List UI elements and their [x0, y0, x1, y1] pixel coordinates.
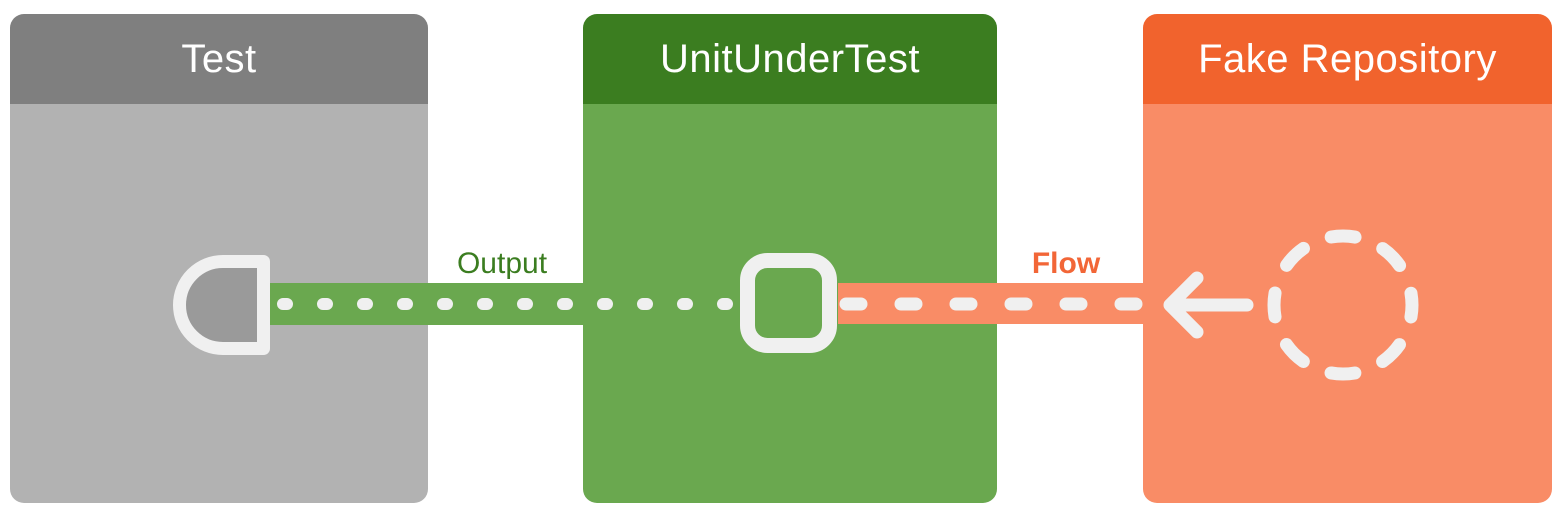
flow-label: Flow	[1031, 247, 1101, 280]
unit-under-test-box-title: UnitUnderTest	[660, 36, 920, 81]
fake-repository-box-body	[1143, 104, 1552, 503]
test-box-header: Test	[10, 14, 428, 104]
unit-under-test-box-header: UnitUnderTest	[583, 14, 997, 104]
unit-under-test-box-body	[583, 104, 997, 503]
fake-repository-box-header: Fake Repository	[1143, 14, 1552, 104]
fake-repository-box: Fake Repository	[1143, 14, 1552, 503]
test-box: Test	[10, 14, 428, 503]
test-box-title: Test	[181, 36, 257, 81]
unit-under-test-box: UnitUnderTest	[583, 14, 997, 503]
test-box-body	[10, 104, 428, 503]
fake-repository-box-title: Fake Repository	[1198, 36, 1497, 81]
output-label: Output	[456, 247, 548, 280]
